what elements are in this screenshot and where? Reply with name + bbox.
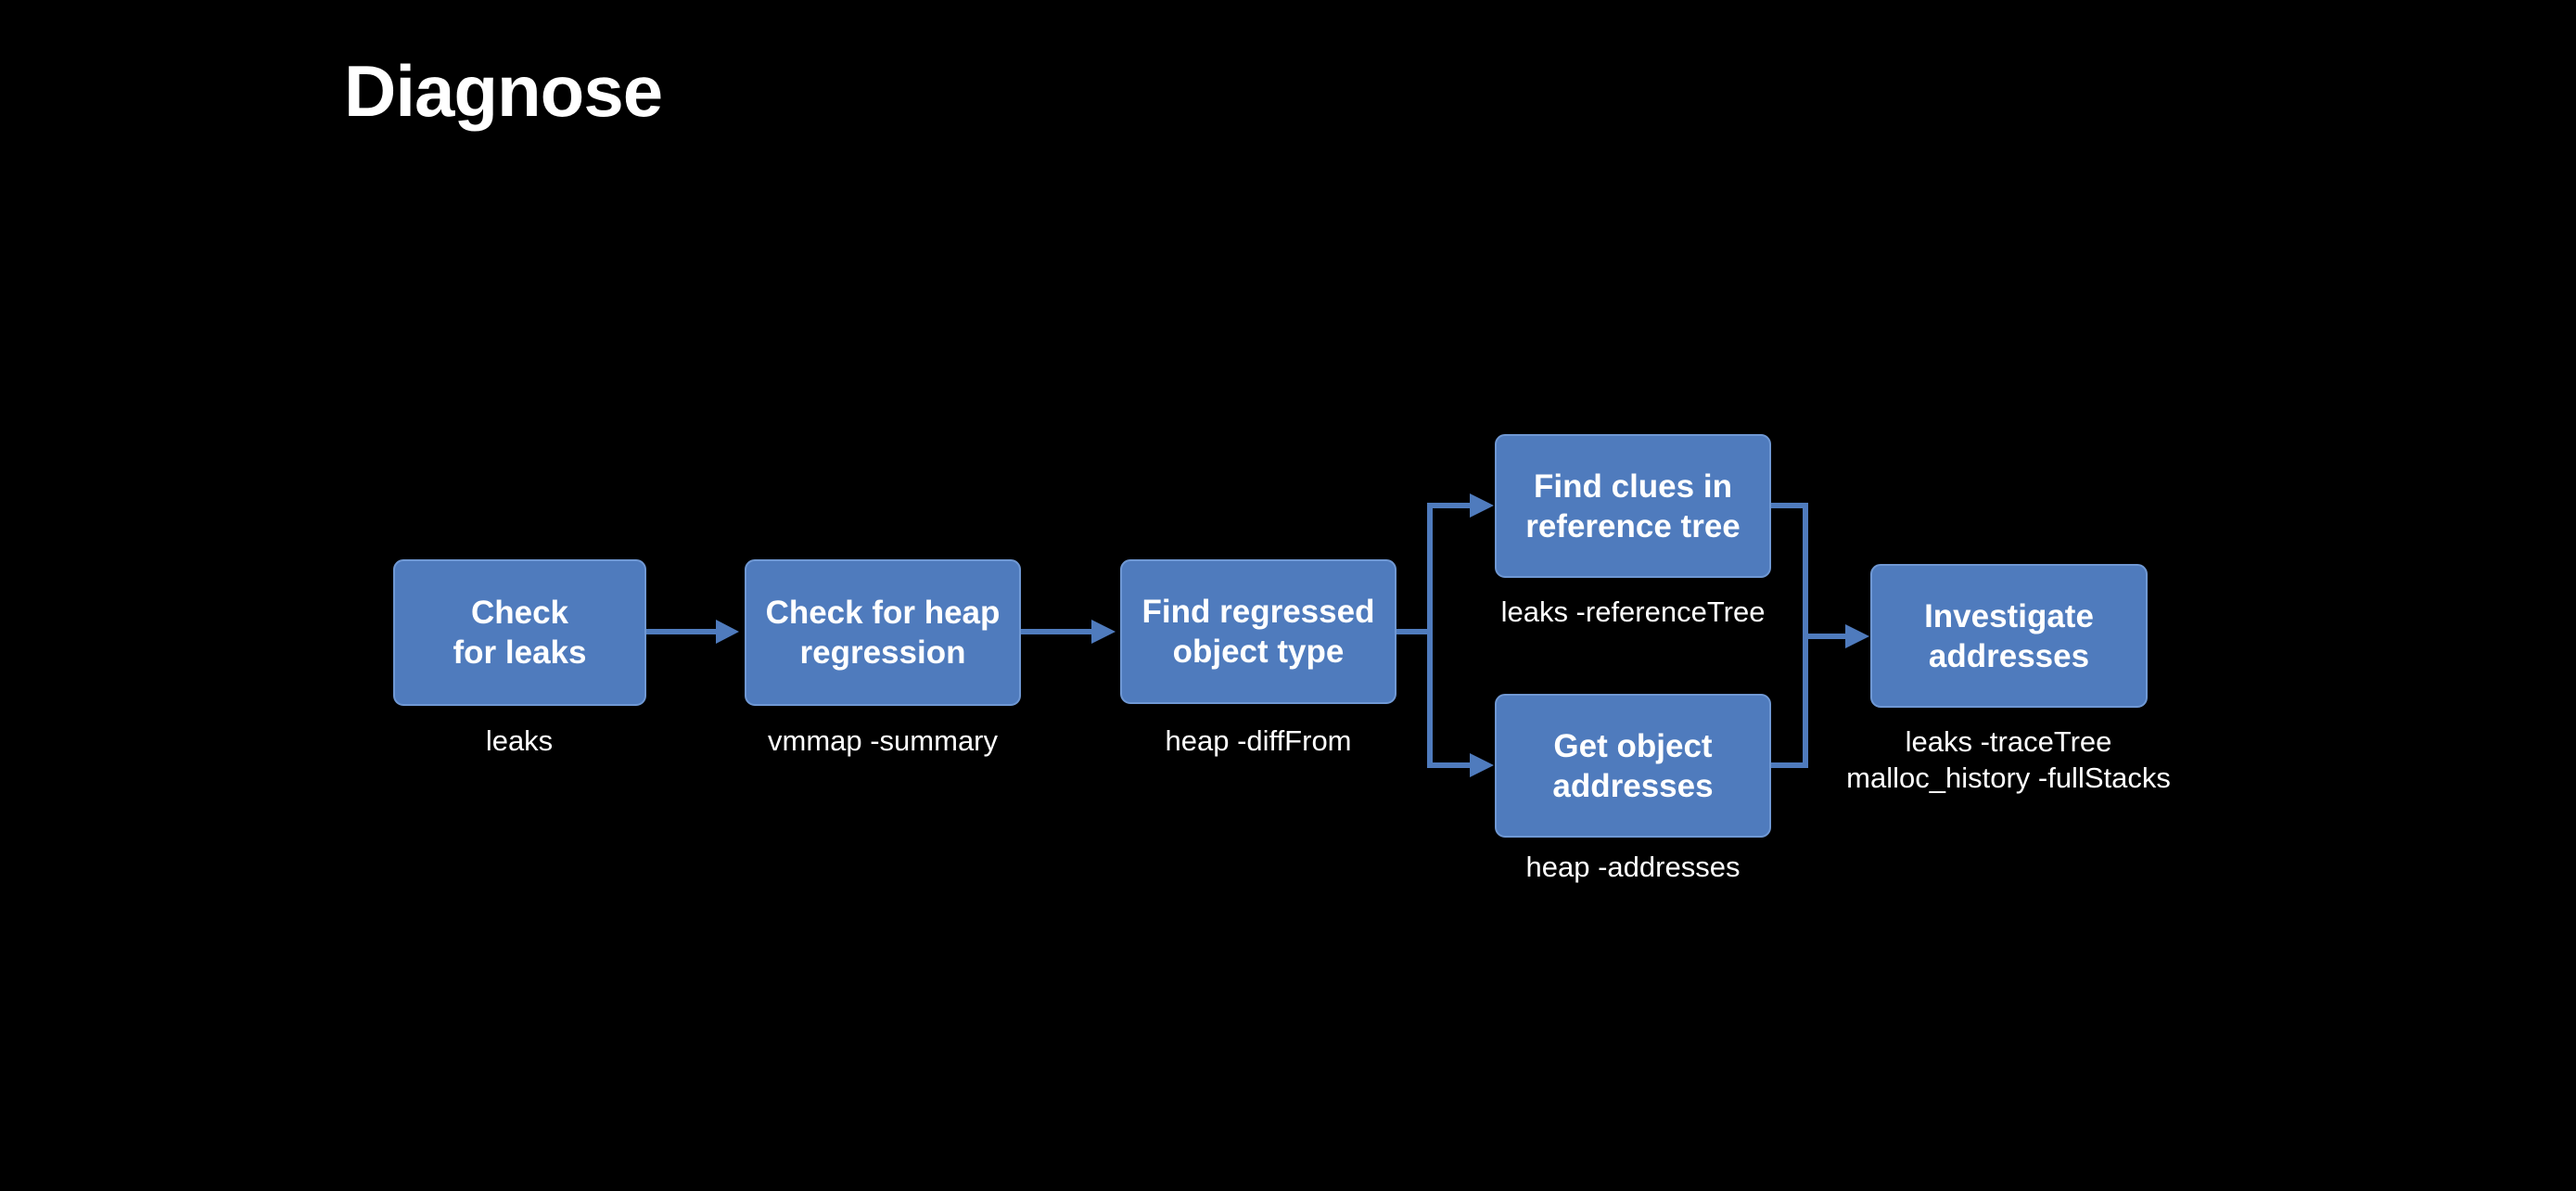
step-find-regressed-object-type: Find regressed object type [1120,559,1396,704]
command-vmmap-summary: vmmap -summary [767,724,999,757]
command-leaks: leaks [485,724,554,757]
step-get-object-addresses: Get object addresses [1495,694,1771,838]
arrowhead-object-addresses [1470,753,1494,777]
command-leaks-referencetree: leaks -referenceTree [1500,596,1766,628]
arrowhead-investigate [1845,624,1869,648]
command-heap-difffrom: heap -diffFrom [1165,724,1352,757]
command-leaks-tracetree: leaks -traceTree [1905,725,2112,758]
connector-reference-tree-to-investigate [1771,503,1808,636]
arrowhead-reference-tree [1470,493,1494,518]
connector-object-addresses-to-investigate [1771,636,1808,768]
step-investigate-addresses: Investigate addresses [1870,564,2148,708]
command-heap-addresses: heap -addresses [1525,851,1741,883]
slide-title: Diagnose [344,50,663,132]
arrow-regressed-type-to-object-addresses [1427,632,1470,768]
step-check-for-leaks: Check for leaks [393,559,646,706]
step-find-clues-reference-tree: Find clues in reference tree [1495,434,1771,578]
command-malloc-history-fullstacks: malloc_history -fullStacks [1846,762,2171,794]
arrowhead-heap-regression [716,620,739,644]
arrowhead-regressed-type [1091,620,1116,644]
arrow-regressed-type-to-reference-tree [1427,503,1470,632]
step-check-heap-regression: Check for heap regression [745,559,1021,706]
